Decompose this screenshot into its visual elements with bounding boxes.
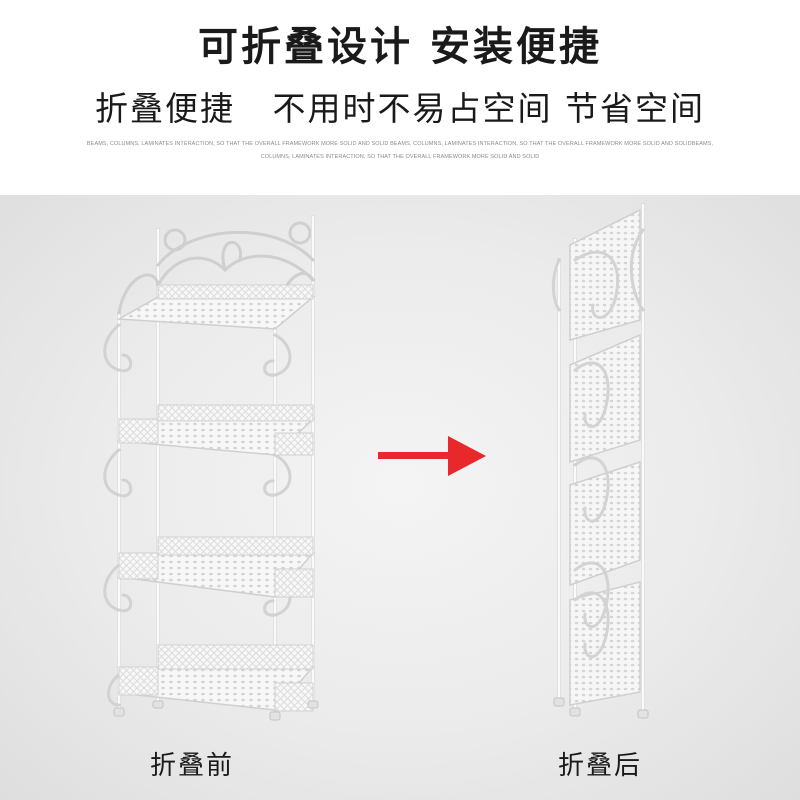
unfolded-shelf-illustration (103, 215, 319, 721)
headline: 可折叠设计 安装便捷 (198, 24, 602, 70)
subheadline: 折叠便捷 不用时不易占空间 节省空间 (95, 89, 705, 128)
gray-backdrop (0, 195, 800, 800)
folded-shelf-illustration (551, 203, 649, 719)
caption-after-folding: 折叠后 (558, 751, 643, 781)
fine-print-line: COLUMNS, LAMINATES INTERACTION, SO THAT … (260, 154, 540, 160)
arrow-right-icon (378, 436, 486, 476)
fine-print-line: BEAMS, COLUMNS, LAMINATES INTERACTION, S… (86, 141, 714, 147)
caption-before-folding: 折叠前 (150, 751, 235, 781)
